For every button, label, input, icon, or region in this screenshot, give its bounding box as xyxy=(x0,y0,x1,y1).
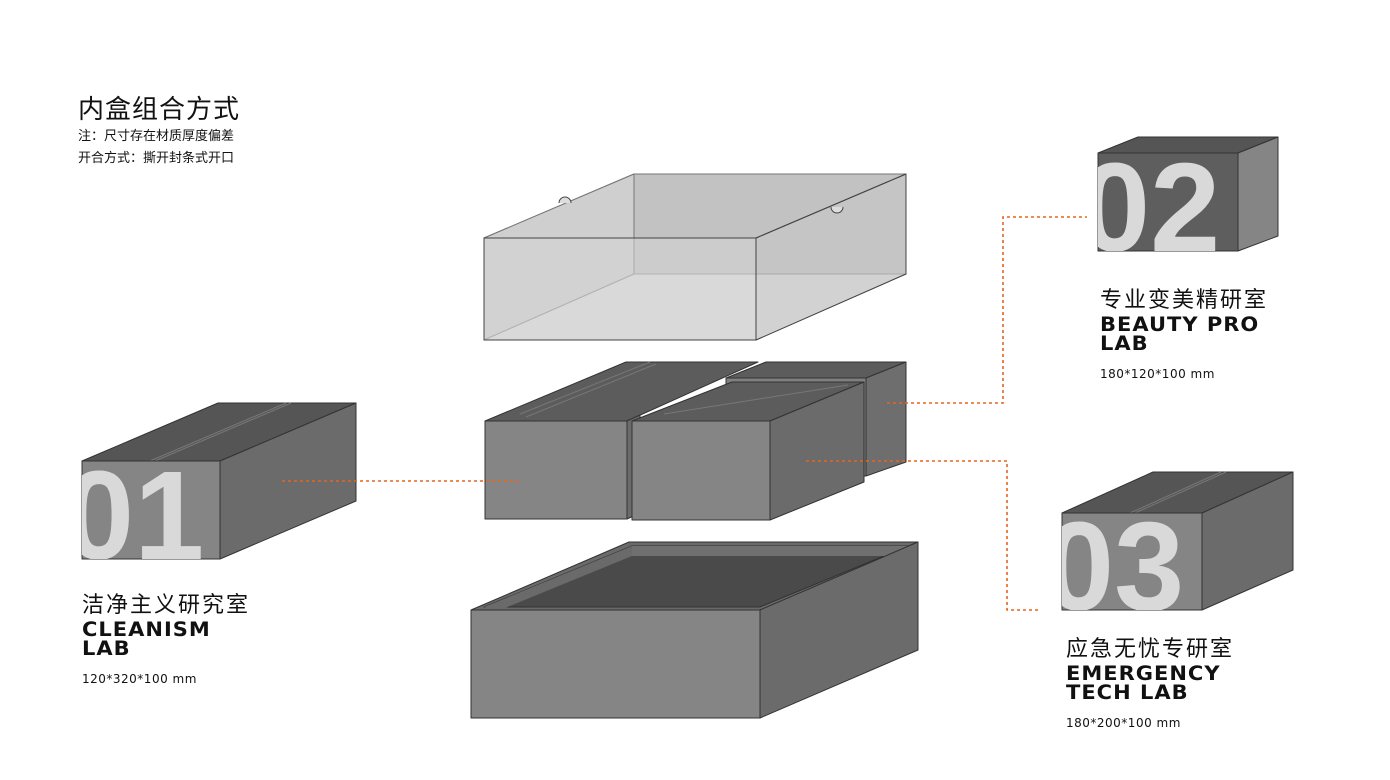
box-03-label: 应急无忧专研室 EMERGENCY TECH LAB 180*200*100 m… xyxy=(1066,636,1241,732)
outer-lid xyxy=(483,173,907,341)
box-03-en-name: EMERGENCY TECH LAB xyxy=(1066,662,1221,704)
box-01-cn-name: 洁净主义研究室 xyxy=(82,593,251,618)
box-02-cn-name: 专业变美精研室 xyxy=(1100,288,1269,313)
box-03-number: 03 xyxy=(1044,496,1184,637)
inner-box-03-middle xyxy=(631,381,865,521)
inner-box-01-middle xyxy=(484,361,759,520)
box-02-label: 专业变美精研室 BEAUTY PRO LAB 180*120*100 mm xyxy=(1100,287,1285,383)
box-01-dimensions: 120*320*100 mm xyxy=(82,672,197,686)
page-title: 内盒组合方式 xyxy=(78,95,241,125)
lid-notch xyxy=(830,206,844,214)
leader-line-02 xyxy=(887,216,1087,404)
box-02-dimensions: 180*120*100 mm xyxy=(1100,367,1215,381)
box-01-en-name: CLEANISM LAB xyxy=(82,618,211,660)
leader-line-03 xyxy=(806,460,1040,611)
box-02-render xyxy=(1097,136,1279,252)
box-01-number: 01 xyxy=(64,445,204,586)
size-note: 注：尺寸存在材质厚度偏差 xyxy=(78,129,235,144)
box-03-dimensions: 180*200*100 mm xyxy=(1066,716,1181,730)
opening-note: 开合方式：撕开封条式开口 xyxy=(78,151,235,166)
box-02-number: 02 xyxy=(1080,137,1220,278)
lid-notch xyxy=(558,196,572,204)
box-01-label: 洁净主义研究室 CLEANISM LAB 120*320*100 mm xyxy=(82,592,250,688)
box-02-en-name: BEAUTY PRO LAB xyxy=(1100,313,1260,355)
outer-tray xyxy=(470,541,919,719)
box-03-cn-name: 应急无忧专研室 xyxy=(1066,637,1235,662)
heading-block: 内盒组合方式 注：尺寸存在材质厚度偏差 开合方式：撕开封条式开口 xyxy=(78,94,240,170)
box-03-render xyxy=(1061,471,1294,611)
